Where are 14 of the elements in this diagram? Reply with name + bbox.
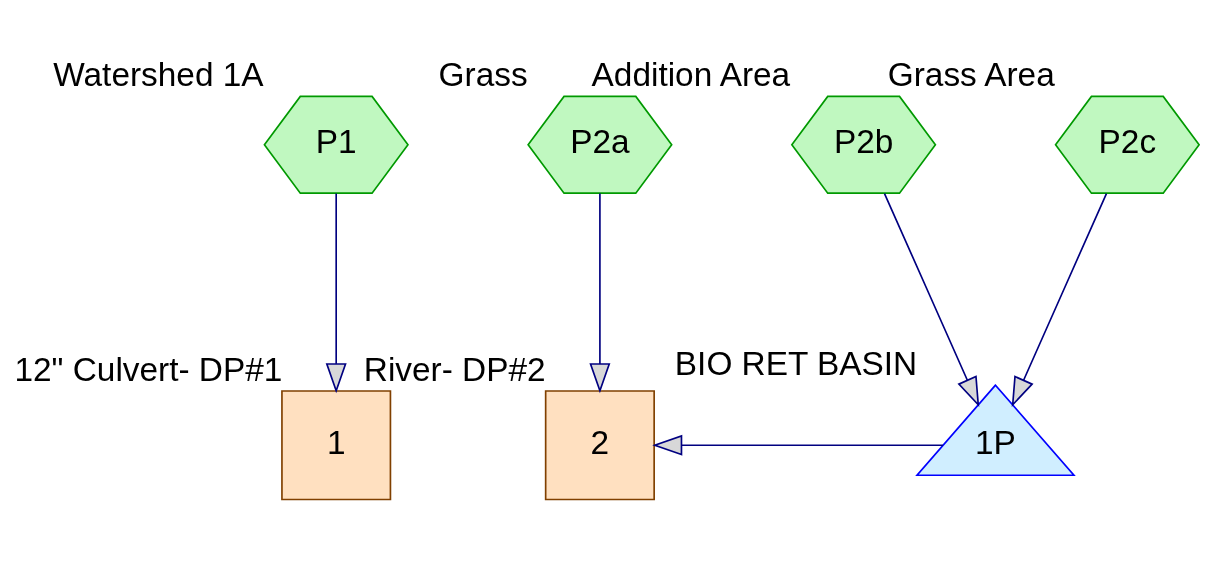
node-box: 2 [544, 389, 655, 500]
arrow [883, 192, 980, 407]
arrow [652, 434, 944, 456]
node-box: 1 [281, 389, 392, 500]
arrow [325, 192, 347, 393]
arrow [589, 192, 611, 393]
node-label: 12" Culvert- DP#1 [14, 350, 283, 388]
node-label: River- DP#2 [363, 350, 546, 388]
node-label: Addition Area [591, 55, 791, 93]
node-label: Grass [438, 55, 528, 93]
node-label: Watershed 1A [53, 55, 264, 93]
arrow [1011, 192, 1108, 407]
node-label: BIO RET BASIN [674, 344, 918, 382]
node-label: Grass Area [887, 55, 1055, 93]
